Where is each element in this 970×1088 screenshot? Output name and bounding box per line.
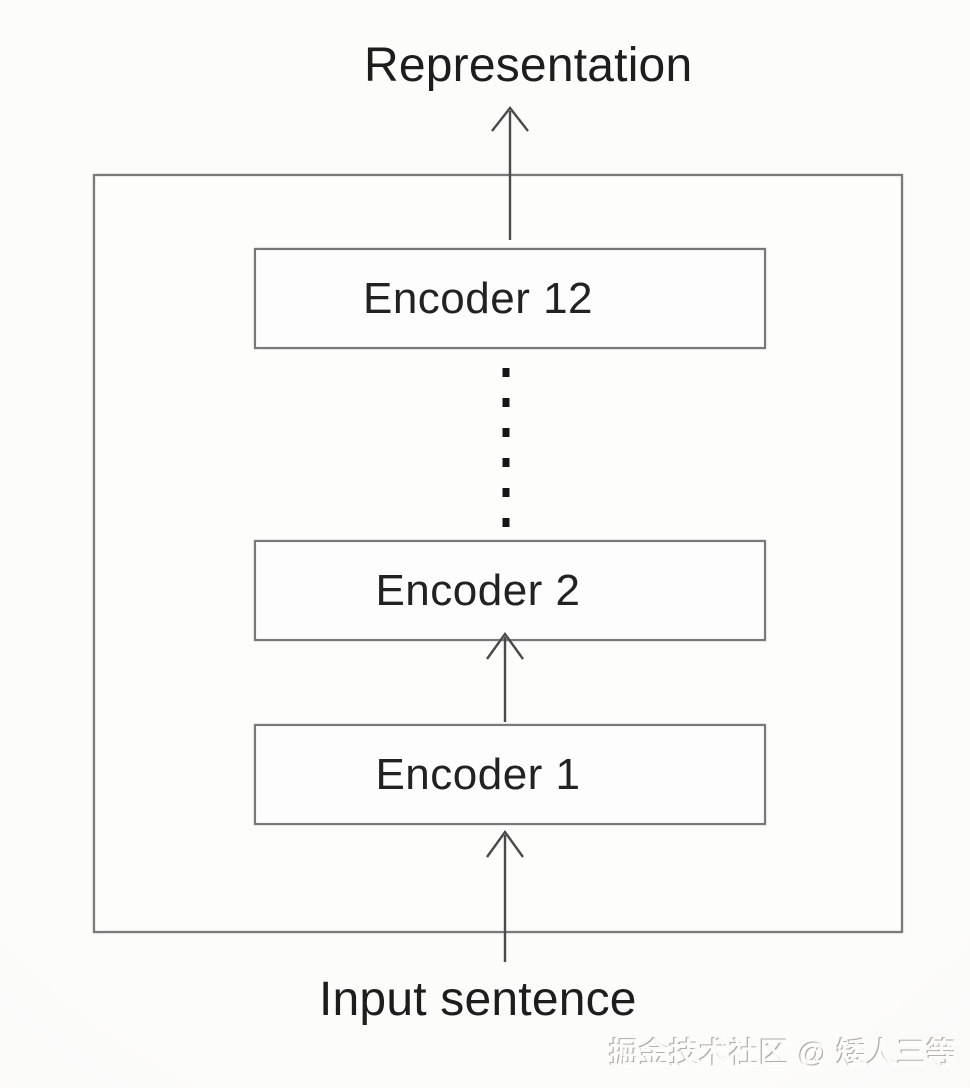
encoder-12-box: Encoder 12 (254, 248, 766, 349)
encoder-2-label: Encoder 2 (375, 565, 581, 615)
encoder-12-label: Encoder 12 (362, 273, 594, 323)
input-sentence-label: Input sentence (319, 973, 637, 1026)
encoder-1-label: Encoder 1 (375, 749, 581, 799)
encoder-1-box: Encoder 1 (254, 724, 766, 825)
representation-label: Representation (364, 39, 693, 92)
watermark-text: 掘金技术社区 @ 矮人三等 (609, 1038, 957, 1070)
encoder-2-box: Encoder 2 (254, 540, 766, 641)
